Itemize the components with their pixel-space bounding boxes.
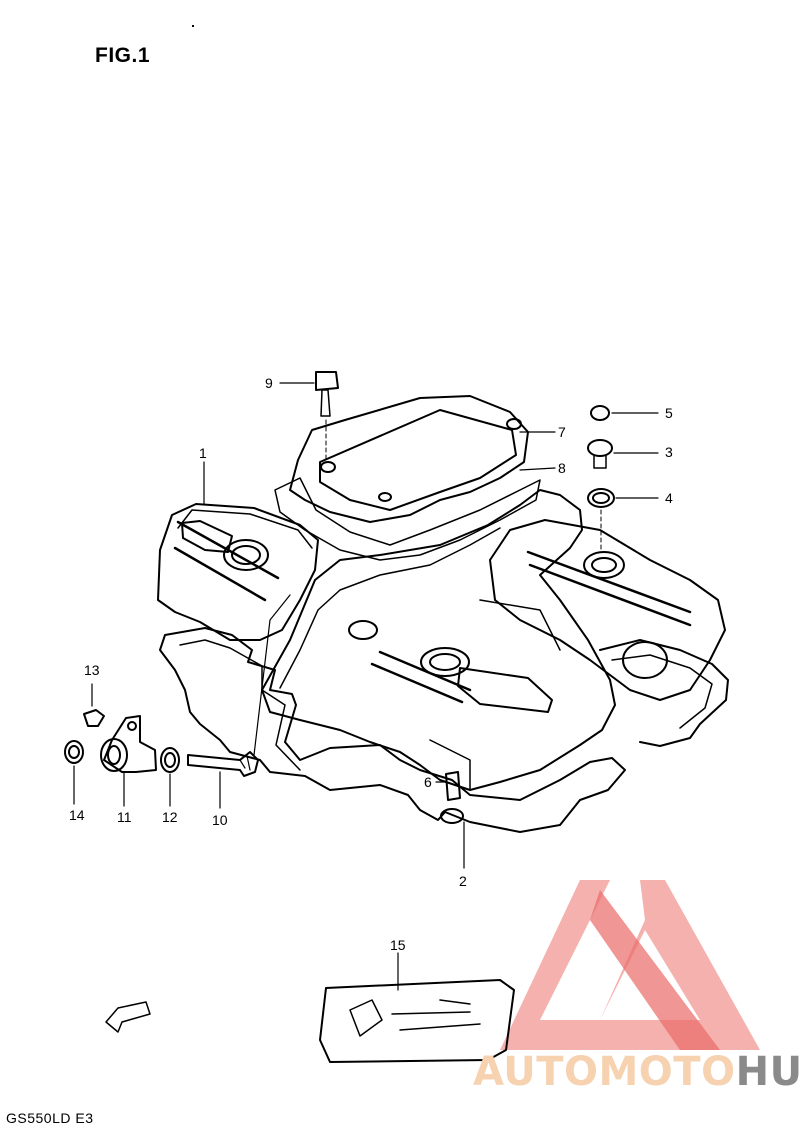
breather-cover xyxy=(289,395,529,523)
tachometer-gear xyxy=(187,751,259,777)
callout-2: 2 xyxy=(459,873,467,889)
callout-14: 14 xyxy=(69,807,85,823)
callout-8: 8 xyxy=(558,460,566,476)
plug xyxy=(590,405,610,421)
watermark-text-part2: HUB xyxy=(735,1049,800,1095)
cap-bolt xyxy=(587,439,613,457)
speck xyxy=(192,25,194,27)
washer xyxy=(160,747,180,773)
callout-15: 15 xyxy=(390,937,406,953)
screw xyxy=(83,709,105,727)
dowel-pin xyxy=(445,771,461,801)
callout-1: 1 xyxy=(199,445,207,461)
callout-11: 11 xyxy=(117,809,132,825)
left-cylinder-head-cover xyxy=(157,503,319,641)
bolt xyxy=(315,371,339,391)
gasket-set-pack xyxy=(319,979,515,1063)
forward-arrow-icon xyxy=(105,1001,151,1033)
model-code: GS550LD E3 xyxy=(6,1110,94,1126)
figure-title: FIG.1 xyxy=(95,44,151,67)
callout-10: 10 xyxy=(212,812,228,828)
callout-6: 6 xyxy=(424,774,432,790)
breather-cover-gasket xyxy=(274,477,541,561)
watermark-text: AUTOMOTOHUB xyxy=(473,1049,800,1095)
callout-4: 4 xyxy=(665,490,673,506)
cylinder-head-cover-gasket xyxy=(159,627,626,833)
right-cylinder-head-cover xyxy=(489,519,726,701)
callout-7: 7 xyxy=(558,424,566,440)
main-cylinder-head-cover xyxy=(261,489,616,791)
oil-seal xyxy=(64,740,84,764)
o-ring xyxy=(587,488,615,508)
watermark-logo xyxy=(500,880,760,1050)
callout-3: 3 xyxy=(665,444,673,460)
callout-13: 13 xyxy=(84,662,100,678)
callout-9: 9 xyxy=(265,375,273,391)
callout-5: 5 xyxy=(665,405,673,421)
tachometer-housing xyxy=(103,715,157,773)
watermark-text-part1: AUTOMOTO xyxy=(473,1049,736,1095)
callout-12: 12 xyxy=(162,809,178,825)
